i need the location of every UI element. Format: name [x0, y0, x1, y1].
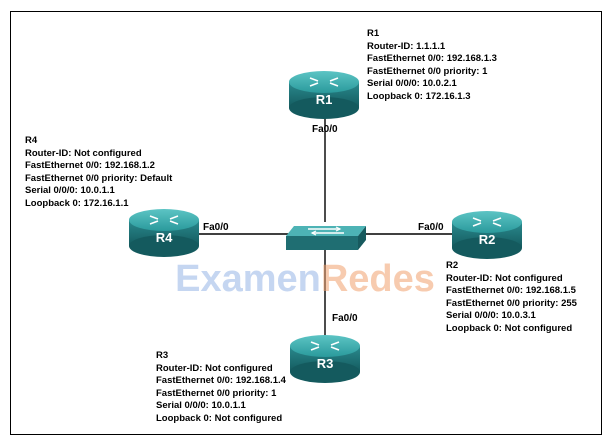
- r4-info: R4 Router-ID: Not configured FastEtherne…: [25, 135, 172, 211]
- r4-info-line: Serial 0/0/0: 10.0.1.1: [25, 185, 115, 197]
- r2-info-title: R2: [446, 260, 459, 271]
- r3-info-line: FastEthernet 0/0 priority: 1: [156, 387, 277, 399]
- r1-info-line: Serial 0/0/0: 10.0.2.1: [367, 78, 457, 90]
- router-r3-icon-label: R3: [317, 356, 334, 371]
- router-r2-icon: R2: [452, 211, 522, 259]
- router-r2-icon-label: R2: [479, 232, 496, 247]
- r1-info-line: FastEthernet 0/0 priority: 1: [367, 65, 488, 77]
- r2-port-label: Fa0/0: [418, 222, 444, 233]
- switch-icon: [286, 226, 366, 250]
- r3-info-line: Serial 0/0/0: 10.0.1.1: [156, 400, 246, 412]
- r3-info-line: FastEthernet 0/0: 192.168.1.4: [156, 375, 286, 387]
- router-r1-icon-label: R1: [316, 92, 333, 107]
- r1-port-label: Fa0/0: [312, 124, 338, 135]
- r4-info-line: FastEthernet 0/0: 192.168.1.2: [25, 160, 155, 172]
- r1-info-title: R1: [367, 28, 380, 39]
- router-r1-icon: R1: [289, 71, 359, 119]
- r4-info-line: Loopback 0: 172.16.1.1: [25, 197, 129, 209]
- r4-port-label: Fa0/0: [203, 222, 229, 233]
- r1-info: R1 Router-ID: 1.1.1.1 FastEthernet 0/0: …: [367, 28, 497, 104]
- r3-info-title: R3: [156, 350, 169, 361]
- watermark-part1: Examen: [175, 258, 321, 300]
- r4-info-line: Router-ID: Not configured: [25, 147, 142, 159]
- r4-info-title: R4: [25, 135, 38, 146]
- diagram-frame: [10, 11, 602, 435]
- watermark-part2: Redes: [320, 258, 435, 300]
- r1-info-line: Router-ID: 1.1.1.1: [367, 40, 446, 52]
- r4-info-line: FastEthernet 0/0 priority: Default: [25, 172, 173, 184]
- r2-info-line: Loopback 0: Not configured: [446, 322, 573, 334]
- router-r4-icon-label: R4: [156, 230, 173, 245]
- r1-info-line: Loopback 0: 172.16.1.3: [367, 90, 471, 102]
- router-r4-icon: R4: [129, 209, 199, 257]
- r3-info-line: Router-ID: Not configured: [156, 362, 273, 374]
- r3-info-line: Loopback 0: Not configured: [156, 412, 283, 424]
- r2-info-line: FastEthernet 0/0 priority: 255: [446, 297, 577, 309]
- r3-info: R3 Router-ID: Not configured FastEtherne…: [156, 350, 286, 426]
- r2-info: R2 Router-ID: Not configured FastEtherne…: [446, 260, 577, 336]
- watermark: ExamenRedes: [0, 258, 610, 301]
- r2-info-line: FastEthernet 0/0: 192.168.1.5: [446, 285, 576, 297]
- r2-info-line: Serial 0/0/0: 10.0.3.1: [446, 310, 536, 322]
- router-r3-icon: R3: [290, 335, 360, 383]
- r2-info-line: Router-ID: Not configured: [446, 272, 563, 284]
- r1-info-line: FastEthernet 0/0: 192.168.1.3: [367, 53, 497, 65]
- r3-port-label: Fa0/0: [332, 313, 358, 324]
